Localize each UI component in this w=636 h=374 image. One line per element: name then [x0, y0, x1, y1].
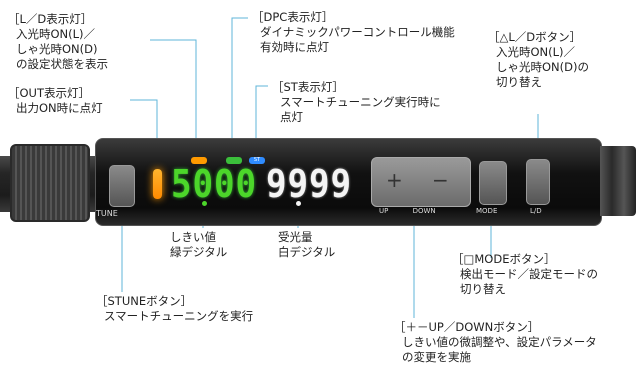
dpc-led-desc-1: ダイナミックパワーコントロール機能: [260, 25, 455, 39]
threshold-callout: しきい値 緑デジタル: [170, 230, 227, 260]
ld-button-desc-2: しゃ光時ON(D)の: [496, 60, 589, 74]
threshold-display: 5000: [171, 162, 257, 206]
up-down-rocker-button[interactable]: + −: [371, 157, 471, 207]
dpc-led-title: ［DPC表示灯］: [252, 10, 334, 24]
ld-led-desc-3: の設定状態を表示: [16, 57, 108, 71]
received-callout: 受光量 白デジタル: [278, 230, 335, 260]
ld-led-desc-2: しゃ光時ON(D): [16, 42, 98, 56]
threshold-dot: [202, 201, 207, 206]
updown-button-title: ［＋－UP／DOWNボタン］: [394, 320, 540, 334]
mode-button-desc-2: 切り替え: [460, 282, 506, 296]
tune-button-desc-1: スマートチューニングを実行: [104, 309, 254, 323]
out-led-desc-1: 出力ON時に点灯: [16, 101, 103, 115]
ld-button-callout: ［△L／Dボタン］ 入光時ON(L)／ しゃ光時ON(D)の 切り替え: [488, 30, 589, 90]
ld-button-desc-3: 切り替え: [496, 75, 542, 89]
updown-button-desc-1: しきい値の微調整や、設定パラメータ: [402, 335, 597, 349]
down-label: DOWN: [412, 207, 436, 215]
ld-led-title: ［L／D表示灯］: [8, 12, 93, 26]
out-led-title: ［OUT表示灯］: [8, 86, 90, 100]
threshold-line-2: 緑デジタル: [170, 245, 228, 259]
tune-button-callout: ［STUNEボタン］ スマートチューニングを実行: [96, 294, 253, 324]
device-end-cap: [600, 146, 636, 216]
dpc-led-desc-2: 有効時に点灯: [260, 40, 329, 54]
mode-button-title: ［□MODEボタン］: [452, 252, 556, 266]
mode-button-label: MODE: [476, 207, 498, 215]
cable-connector: [10, 144, 90, 222]
tune-button-title: ［STUNEボタン］: [96, 294, 193, 308]
up-down-labels: UP DOWN: [379, 207, 436, 215]
ld-button-title: ［△L／Dボタン］: [488, 30, 582, 44]
received-light-display: 9999: [266, 162, 352, 206]
leader-ld-led: [150, 39, 197, 160]
st-led-title: ［ST表示灯］: [272, 80, 344, 94]
tune-button[interactable]: [109, 165, 135, 207]
up-label: UP: [379, 207, 389, 215]
ld-button[interactable]: [526, 159, 550, 205]
dpc-led: [226, 157, 242, 164]
st-led-callout: ［ST表示灯］ スマートチューニング実行時に 点灯: [272, 80, 441, 125]
ld-led-desc-1: 入光時ON(L)／: [16, 27, 96, 41]
st-led-desc-1: スマートチューニング実行時に: [280, 95, 441, 109]
mode-button-desc-1: 検出モード／設定モードの: [460, 267, 598, 281]
amplifier-device: TUNE ST 5000 9999 + − UP DOWN MODE L/D: [0, 138, 636, 226]
dpc-led-callout: ［DPC表示灯］ ダイナミックパワーコントロール機能 有効時に点灯: [252, 10, 455, 55]
minus-icon: −: [432, 168, 449, 192]
front-panel: TUNE ST 5000 9999 + − UP DOWN MODE L/D: [95, 138, 602, 226]
st-led-desc-2: 点灯: [280, 110, 303, 124]
updown-button-callout: ［＋－UP／DOWNボタン］ しきい値の微調整や、設定パラメータ の変更を実施: [394, 320, 597, 365]
received-line-2: 白デジタル: [278, 245, 336, 259]
st-led: ST: [249, 157, 265, 164]
mode-button[interactable]: [479, 161, 507, 205]
ld-led-callout: ［L／D表示灯］ 入光時ON(L)／ しゃ光時ON(D) の設定状態を表示: [8, 12, 108, 72]
mode-button-callout: ［□MODEボタン］ 検出モード／設定モードの 切り替え: [452, 252, 598, 297]
ld-button-label: L/D: [530, 207, 542, 215]
received-dot: [296, 201, 301, 206]
out-led: [153, 169, 162, 199]
received-line-1: 受光量: [278, 230, 313, 244]
leader-dpc-led: [231, 17, 248, 160]
ld-button-desc-1: 入光時ON(L)／: [496, 45, 576, 59]
plus-icon: +: [386, 168, 403, 192]
updown-button-desc-2: の変更を実施: [402, 350, 471, 364]
ld-led: [191, 157, 207, 164]
leader-st-led: [255, 85, 268, 160]
out-led-callout: ［OUT表示灯］ 出力ON時に点灯: [8, 86, 103, 116]
threshold-line-1: しきい値: [170, 230, 216, 244]
tune-button-label: TUNE: [96, 209, 118, 218]
